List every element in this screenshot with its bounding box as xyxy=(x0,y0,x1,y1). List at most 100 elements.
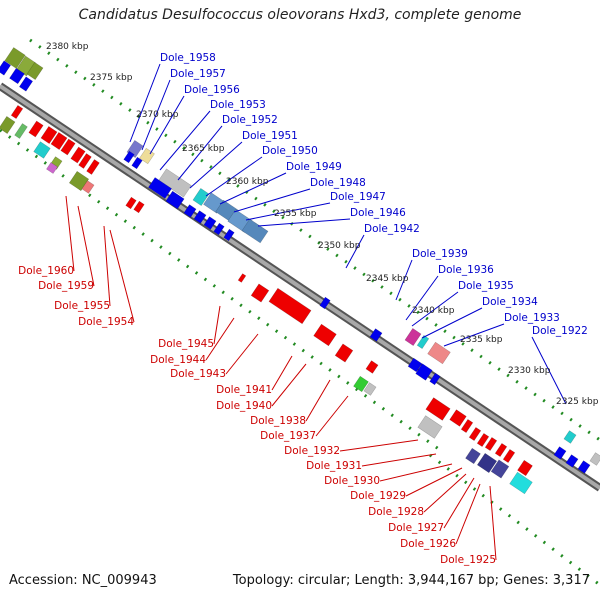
scale-label: 2335 kbp xyxy=(460,335,503,345)
callout-line xyxy=(205,156,263,197)
gene-feature xyxy=(50,132,68,150)
gene-feature xyxy=(427,341,451,365)
gene-feature xyxy=(131,156,143,170)
gene-feature xyxy=(192,188,210,206)
callout-line xyxy=(177,125,223,181)
callout-line xyxy=(423,473,467,513)
accession-label: Accession: NC_009943 xyxy=(9,573,157,588)
gene-feature xyxy=(46,162,58,174)
gene-feature xyxy=(563,430,577,444)
callout-line xyxy=(443,477,475,529)
gene-feature xyxy=(468,426,482,442)
scale-label: 2380 kbp xyxy=(46,42,89,52)
gene-feature xyxy=(363,382,377,396)
gene-feature xyxy=(14,123,28,139)
gene-feature xyxy=(133,200,145,214)
reverse-gene-label: Dole_1925 xyxy=(440,554,496,566)
map-title: Candidatus Desulfococcus oleovorans Hxd3… xyxy=(78,7,522,23)
callout-line xyxy=(233,188,311,213)
callout-line xyxy=(213,305,221,345)
scale-label: 2375 kbp xyxy=(90,73,133,83)
reverse-gene-label: Dole_1937 xyxy=(260,430,316,442)
reverse-gene-label: Dole_1928 xyxy=(368,506,424,518)
gene-feature xyxy=(268,287,312,325)
forward-gene-label: Dole_1933 xyxy=(504,312,560,324)
callout-line xyxy=(339,439,419,452)
reverse-gene-label: Dole_1959 xyxy=(38,280,94,292)
forward-gene-label: Dole_1951 xyxy=(242,130,298,142)
gene-feature xyxy=(369,328,383,342)
reverse-gene-labels: Dole_1960Dole_1959Dole_1955Dole_1954Dole… xyxy=(18,265,496,566)
reverse-gene-label: Dole_1926 xyxy=(400,538,456,550)
callout-line xyxy=(129,63,161,143)
forward-gene-label: Dole_1953 xyxy=(210,99,266,111)
reverse-gene-label: Dole_1931 xyxy=(306,460,362,472)
gene-feature xyxy=(9,67,25,85)
reverse-gene-label: Dole_1943 xyxy=(170,368,226,380)
reverse-gene-label: Dole_1927 xyxy=(388,522,444,534)
callout-line xyxy=(271,363,307,407)
scale-label: 2330 kbp xyxy=(508,366,551,376)
callout-line xyxy=(141,79,171,151)
gene-feature xyxy=(334,343,354,363)
forward-gene-label: Dole_1952 xyxy=(222,114,278,126)
forward-gene-label: Dole_1957 xyxy=(170,68,226,80)
reverse-gene-label: Dole_1945 xyxy=(158,338,214,350)
gene-feature xyxy=(353,375,369,393)
reverse-gene-label: Dole_1929 xyxy=(350,490,406,502)
callout-line xyxy=(489,485,497,561)
callout-line xyxy=(205,317,235,361)
topology-summary: Topology: circular; Length: 3,944,167 bp… xyxy=(232,573,590,588)
scale-label: 2370 kbp xyxy=(136,110,179,120)
scale-label: 2360 kbp xyxy=(226,177,269,187)
callout-line xyxy=(159,110,211,171)
gene-feature xyxy=(237,273,247,283)
reverse-gene-label: Dole_1941 xyxy=(216,384,272,396)
callout-line xyxy=(189,141,243,189)
callout-line xyxy=(305,379,331,422)
gene-feature xyxy=(10,104,24,120)
forward-gene-label: Dole_1939 xyxy=(412,248,468,260)
scale-label: 2355 kbp xyxy=(274,209,317,219)
callout-line xyxy=(345,234,365,269)
callout-line xyxy=(379,463,453,482)
callout-line xyxy=(225,333,259,375)
forward-gene-labels: Dole_1958Dole_1957Dole_1956Dole_1953Dole… xyxy=(160,52,588,337)
gene-feature xyxy=(183,204,197,218)
gene-feature xyxy=(476,432,490,448)
callout-line xyxy=(245,202,331,221)
callout-line xyxy=(271,355,293,391)
scale-label: 2340 kbp xyxy=(412,306,455,316)
forward-gene-label: Dole_1922 xyxy=(532,325,588,337)
callout-line xyxy=(103,225,111,307)
forward-gene-label: Dole_1949 xyxy=(286,161,342,173)
gene-feature xyxy=(490,459,510,479)
gene-feature xyxy=(0,116,16,134)
callout-line xyxy=(411,291,459,327)
callout-line xyxy=(455,483,481,545)
gene-feature xyxy=(404,328,422,346)
gene-feature xyxy=(449,409,467,427)
callout-line xyxy=(109,229,135,323)
gene-feature xyxy=(81,180,95,194)
forward-gene-label: Dole_1942 xyxy=(364,223,420,235)
gene-feature xyxy=(203,216,217,230)
gene-feature xyxy=(40,126,58,144)
gene-feature xyxy=(319,296,331,310)
forward-gene-label: Dole_1948 xyxy=(310,177,366,189)
gene-feature xyxy=(494,442,508,458)
callout-line xyxy=(149,95,185,155)
reverse-gene-label: Dole_1932 xyxy=(284,445,340,457)
gene-feature xyxy=(484,436,498,452)
forward-gene-label: Dole_1946 xyxy=(350,207,406,219)
gene-feature xyxy=(313,323,337,347)
reverse-gene-label: Dole_1930 xyxy=(324,475,380,487)
gene-feature xyxy=(26,62,44,80)
callout-line xyxy=(395,259,413,301)
gene-feature xyxy=(123,150,135,164)
forward-gene-label: Dole_1936 xyxy=(438,264,494,276)
gene-feature xyxy=(4,47,26,69)
gene-feature xyxy=(250,283,270,303)
gene-feature xyxy=(417,415,443,439)
